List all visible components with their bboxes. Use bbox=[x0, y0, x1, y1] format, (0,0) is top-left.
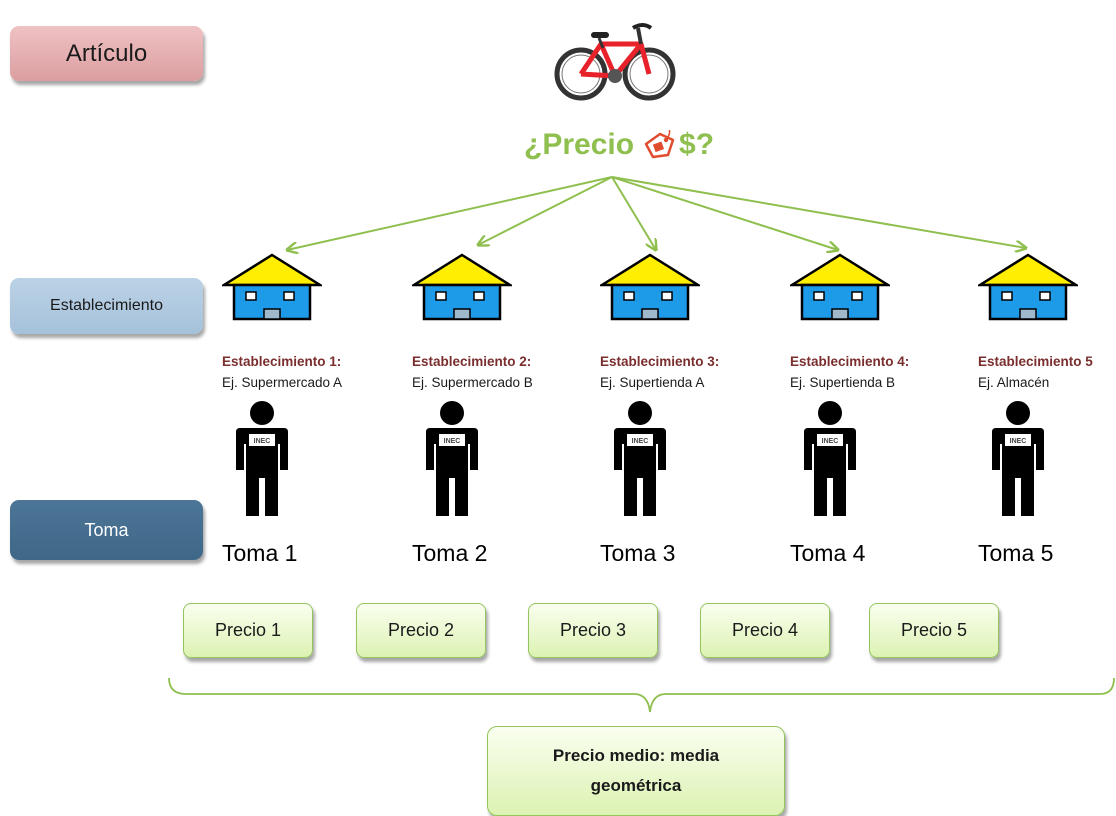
result-box: Precio medio: media geométrica bbox=[487, 726, 785, 816]
store-1: Establecimiento 1: Ej. Supermercado A IN… bbox=[222, 253, 412, 573]
store-title: Establecimiento 3: bbox=[600, 354, 720, 369]
price-box-1: Precio 1 bbox=[183, 603, 313, 658]
house-icon bbox=[600, 253, 700, 321]
badge-text: INEC bbox=[1010, 438, 1027, 445]
store-example: Ej. Supermercado A bbox=[222, 375, 343, 390]
store-title: Establecimiento 2: bbox=[412, 354, 532, 369]
house-icon bbox=[978, 253, 1078, 321]
store-title: Establecimiento 4: bbox=[790, 354, 910, 369]
articulo-text: Artículo bbox=[65, 39, 148, 67]
question-prefix: ¿Precio bbox=[524, 128, 635, 161]
arrow-3 bbox=[611, 176, 656, 250]
establecimiento-label: Establecimiento bbox=[10, 278, 203, 334]
store-example: Ej. Supermercado B bbox=[412, 375, 533, 390]
house-icon bbox=[222, 253, 322, 321]
store-title: Establecimiento 1: bbox=[222, 354, 342, 369]
store-3: Establecimiento 3: Ej. Supertienda A INE… bbox=[600, 253, 790, 573]
store-4: Establecimiento 4: Ej. Supertienda B INE… bbox=[790, 253, 980, 573]
badge-text: INEC bbox=[632, 438, 649, 445]
price-question: ¿Precio $? bbox=[524, 124, 714, 166]
person-icon: INEC bbox=[614, 401, 666, 516]
toma-label: Toma 1 bbox=[222, 540, 298, 566]
store-2: Establecimiento 2: Ej. Supermercado B IN… bbox=[412, 253, 602, 573]
price-box-5: Precio 5 bbox=[869, 603, 999, 658]
store-example: Ej. Supertienda B bbox=[790, 375, 896, 390]
price-tag-icon bbox=[644, 130, 675, 159]
person-icon: INEC bbox=[804, 401, 856, 516]
price-label: Precio 3 bbox=[559, 620, 627, 640]
arrow-1 bbox=[287, 176, 613, 250]
person-icon: INEC bbox=[992, 401, 1044, 516]
price-box-3: Precio 3 bbox=[528, 603, 658, 658]
badge-text: INEC bbox=[822, 438, 839, 445]
price-box-2: Precio 2 bbox=[356, 603, 486, 658]
price-label: Precio 2 bbox=[387, 620, 455, 640]
price-label: Precio 5 bbox=[900, 620, 968, 640]
price-label: Precio 1 bbox=[214, 620, 282, 640]
store-5: Establecimiento 5 Ej. Almacén INEC Toma … bbox=[978, 253, 1116, 573]
store-example: Ej. Almacén bbox=[978, 375, 1050, 390]
price-label: Precio 4 bbox=[731, 620, 799, 640]
articulo-label: Artículo bbox=[10, 26, 203, 81]
price-box-4: Precio 4 bbox=[700, 603, 830, 658]
establecimiento-text: Establecimiento bbox=[50, 297, 163, 314]
person-icon: INEC bbox=[236, 401, 288, 516]
arrow-2 bbox=[478, 176, 613, 245]
question-suffix: $? bbox=[679, 128, 715, 161]
toma-text: Toma bbox=[84, 519, 129, 540]
arrow-5 bbox=[611, 176, 1026, 248]
toma-label: Toma 4 bbox=[790, 540, 866, 566]
toma-label: Toma 5 bbox=[978, 540, 1054, 566]
badge-text: INEC bbox=[444, 438, 461, 445]
store-title: Establecimiento 5 bbox=[978, 354, 1093, 369]
arrow-4 bbox=[611, 176, 838, 250]
person-icon: INEC bbox=[426, 401, 478, 516]
result-text: Precio medio: media geométrica bbox=[552, 746, 720, 795]
store-example: Ej. Supertienda A bbox=[600, 375, 705, 390]
toma-label: Toma bbox=[10, 500, 203, 560]
toma-label: Toma 2 bbox=[412, 540, 488, 566]
bicycle-icon bbox=[554, 23, 676, 101]
house-icon bbox=[412, 253, 512, 321]
toma-label: Toma 3 bbox=[600, 540, 676, 566]
badge-text: INEC bbox=[254, 438, 271, 445]
house-icon bbox=[790, 253, 890, 321]
